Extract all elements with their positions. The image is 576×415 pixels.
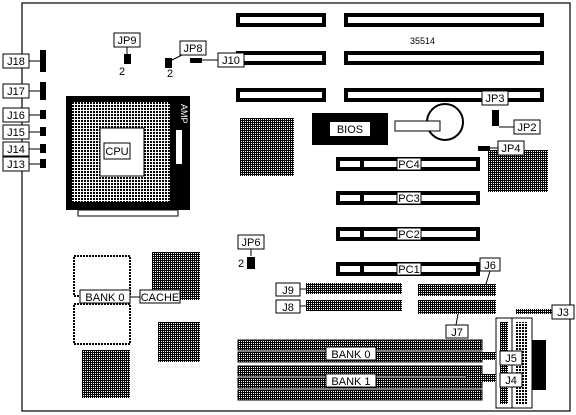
jp8-jumper: JP8 2	[165, 40, 207, 80]
svg-text:JP3: JP3	[486, 93, 505, 105]
svg-text:PC2: PC2	[398, 229, 419, 241]
svg-text:J9: J9	[282, 285, 294, 297]
isa-slots	[236, 13, 544, 102]
bios-chip: BIOS	[312, 113, 388, 145]
cpu-socket: CPU AMP	[66, 96, 190, 217]
svg-text:PC3: PC3	[398, 193, 419, 205]
chip-upper-left	[240, 118, 294, 176]
j8-connector: J8	[275, 299, 402, 314]
cache-sram: BANK 0 CACHE	[73, 255, 181, 345]
svg-text:J8: J8	[282, 302, 294, 314]
chip-lower-middle	[158, 322, 200, 362]
svg-text:CACHE: CACHE	[141, 292, 180, 304]
power-connectors: J5 J4	[466, 317, 546, 409]
svg-text:PC1: PC1	[398, 264, 419, 276]
svg-text:PC4: PC4	[398, 159, 419, 171]
battery	[394, 103, 464, 141]
svg-text:J15: J15	[7, 127, 25, 139]
svg-text:J7: J7	[451, 327, 463, 339]
svg-text:2: 2	[238, 258, 244, 270]
svg-text:BIOS: BIOS	[337, 124, 363, 136]
svg-text:CPU: CPU	[105, 146, 128, 158]
svg-text:BANK 0: BANK 0	[331, 349, 370, 361]
j6-connector: J6	[418, 257, 501, 296]
svg-text:JP4: JP4	[502, 143, 521, 155]
svg-text:J4: J4	[505, 375, 517, 387]
board-id: 35514	[410, 36, 435, 46]
jp3-jumper: JP3	[481, 90, 509, 126]
svg-text:J18: J18	[7, 56, 25, 68]
jp4-jumper: JP4	[478, 140, 525, 156]
jp9-jumper: JP9 2	[113, 32, 141, 78]
svg-text:JP9: JP9	[118, 35, 137, 47]
svg-text:JP8: JP8	[184, 43, 203, 55]
svg-text:J6: J6	[484, 260, 496, 272]
pc-slots: PC4 PC3 PC2 PC1	[336, 157, 480, 276]
svg-text:J17: J17	[7, 86, 25, 98]
svg-text:2: 2	[119, 66, 125, 78]
svg-text:JP6: JP6	[242, 237, 261, 249]
svg-text:JP2: JP2	[518, 122, 537, 134]
j7-connector: J7	[418, 300, 496, 339]
svg-text:AMP: AMP	[179, 104, 189, 124]
svg-text:J13: J13	[7, 159, 25, 171]
j3-connector: J3	[516, 304, 575, 320]
svg-text:J16: J16	[7, 110, 25, 122]
j9-connector: J9	[275, 282, 402, 297]
jp6-jumper: JP6 2	[237, 234, 265, 270]
svg-text:J14: J14	[7, 144, 25, 156]
svg-text:2: 2	[167, 68, 173, 80]
svg-text:J3: J3	[557, 307, 569, 319]
jp2-jumper: JP2	[499, 119, 541, 135]
j10-connector: J10	[190, 52, 245, 68]
svg-text:BANK 1: BANK 1	[331, 376, 370, 388]
svg-text:J10: J10	[222, 55, 240, 67]
svg-text:J5: J5	[505, 353, 517, 365]
svg-text:BANK 0: BANK 0	[85, 292, 124, 304]
chip-lower-left	[82, 350, 130, 398]
chip-right	[488, 150, 548, 192]
simm-banks: BANK 0 BANK 1	[237, 339, 483, 401]
left-connectors: J18 J17 J16 J15 J14 J13	[2, 50, 46, 172]
